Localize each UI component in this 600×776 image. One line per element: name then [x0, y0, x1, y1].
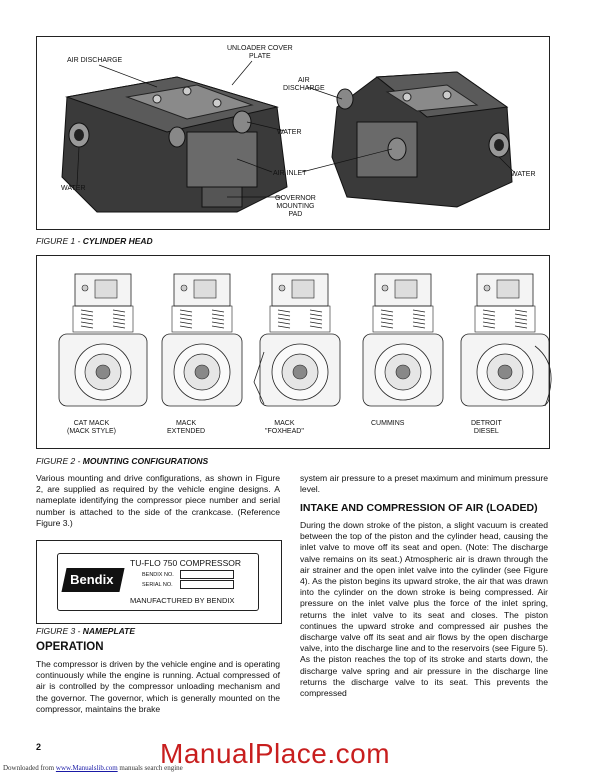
manualslib-link[interactable]: www.Manualslib.com [55, 764, 118, 772]
mounting-description-paragraph: Various mounting and drive configuration… [36, 473, 280, 528]
label-air-inlet: AIR INLET [273, 170, 307, 177]
serial-no-label: SERIAL NO. [142, 582, 173, 588]
label-governor-mounting-pad: GOVERNOR MOUNTING PAD [275, 195, 316, 218]
intake-compression-paragraph: During the down stroke of the piston, a … [300, 520, 548, 699]
label-water-right: WATER [511, 171, 536, 178]
download-notice: Downloaded from www.Manualslib.com manua… [3, 764, 183, 772]
right-intro-paragraph: system air pressure to a preset maximum … [300, 473, 548, 495]
serial-no-field [180, 580, 234, 589]
label-unloader-cover-plate: UNLOADER COVER PLATE [227, 45, 293, 60]
figure-1-caption: FIGURE 1 - CYLINDER HEAD [36, 236, 153, 246]
operation-paragraph: The compressor is driven by the vehicle … [36, 659, 280, 714]
config-label-cat-mack: CAT MACK (MACK STYLE) [67, 420, 117, 435]
bendix-logo: Bendix [61, 568, 125, 592]
nameplate-title: TU-FLO 750 COMPRESSOR [130, 558, 241, 568]
watermark: ManualPlace.com [160, 738, 391, 769]
bendix-no-field [180, 570, 234, 579]
figure-3-caption: FIGURE 3 - NAMEPLATE [36, 626, 136, 636]
config-label-mack-foxhead: MACK "FOXHEAD" [265, 420, 304, 435]
page-number: 2 [36, 742, 42, 752]
figure-2-caption: FIGURE 2 - MOUNTING CONFIGURATIONS [36, 456, 209, 466]
figure-2-box: CAT MACK (MACK STYLE) MACK EXTENDED MACK… [36, 255, 552, 449]
config-label-cummins: CUMMINS [371, 420, 405, 427]
figure-3-box: Bendix TU-FLO 750 COMPRESSOR BENDIX NO. … [36, 540, 282, 624]
cylinder-head-left-illustration [61, 60, 516, 213]
label-water-left: WATER [61, 185, 86, 192]
nameplate: Bendix TU-FLO 750 COMPRESSOR BENDIX NO. … [57, 553, 259, 611]
mounting-configurations-illustration [58, 273, 552, 407]
figure-1-box: AIR DISCHARGE UNLOADER COVER PLATE AIR D… [36, 36, 550, 230]
nameplate-footer: MANUFACTURED BY BENDIX [130, 596, 235, 605]
operation-heading: OPERATION [36, 641, 104, 653]
intake-compression-heading: INTAKE AND COMPRESSION OF AIR (LOADED) [300, 502, 538, 514]
label-air-discharge-right: AIR DISCHARGE [283, 77, 325, 92]
bendix-no-label: BENDIX NO. [142, 572, 174, 578]
config-label-mack-extended: MACK EXTENDED [167, 420, 206, 435]
config-label-detroit-diesel: DETROIT DIESEL [471, 420, 502, 435]
label-air-discharge-left: AIR DISCHARGE [67, 57, 123, 64]
bendix-logo-text: Bendix [70, 572, 114, 587]
label-water-mid: WATER [277, 129, 302, 136]
